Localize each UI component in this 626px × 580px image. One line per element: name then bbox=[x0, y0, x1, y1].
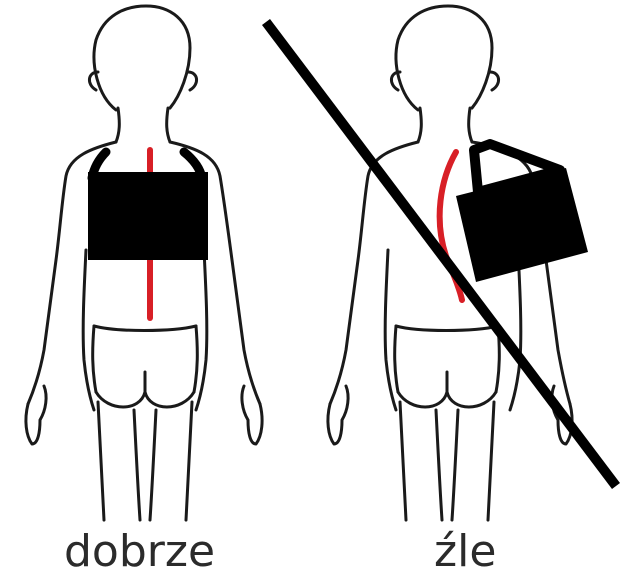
left-leg bbox=[400, 402, 442, 520]
neck bbox=[116, 108, 170, 142]
torso-left bbox=[330, 142, 418, 404]
right-ear bbox=[490, 72, 499, 90]
buttocks bbox=[96, 392, 194, 407]
waist-line bbox=[94, 326, 196, 331]
buttocks bbox=[398, 392, 496, 407]
left-hand bbox=[328, 386, 348, 444]
right-leg bbox=[150, 402, 192, 520]
backpack-centered bbox=[88, 172, 208, 260]
left-hand bbox=[26, 386, 46, 444]
waist-line bbox=[396, 326, 498, 331]
neck bbox=[418, 108, 472, 142]
right-arm-inner bbox=[510, 250, 521, 410]
caption-incorrect: źle bbox=[434, 530, 496, 574]
right-ear bbox=[188, 72, 197, 90]
caption-correct: dobrze bbox=[64, 530, 215, 574]
right-leg bbox=[452, 402, 494, 520]
head-outline bbox=[94, 6, 190, 110]
head-outline bbox=[396, 6, 492, 110]
right-hand bbox=[242, 386, 262, 444]
correct-posture-figure bbox=[26, 6, 262, 520]
left-leg bbox=[98, 402, 140, 520]
